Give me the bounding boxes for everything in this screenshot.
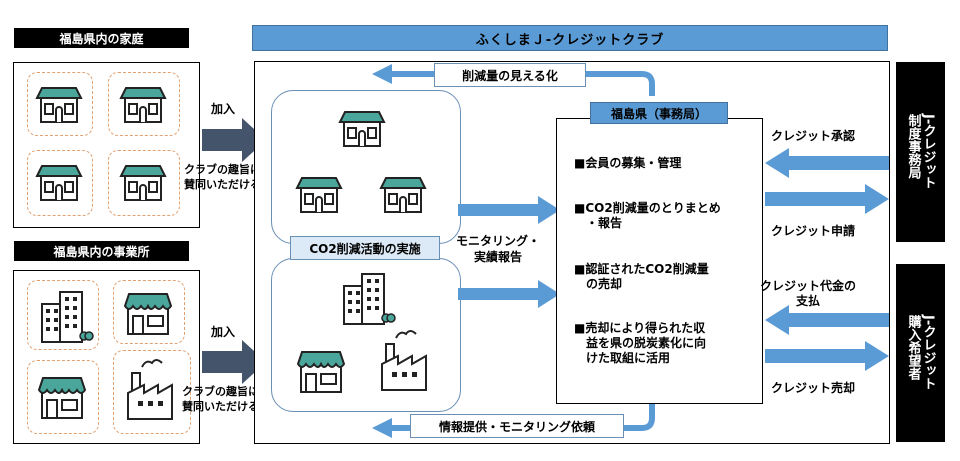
office-item: ■会員の募集・管理 [574,156,682,170]
club-banner: ふくしまＪ-クレジットクラブ [252,25,888,51]
shop-icon [296,351,346,393]
house-icon [338,111,386,147]
households-title: 福島県内の家庭 [14,28,189,48]
households-note: クラブの趣旨に 賛同いただける方 [184,163,272,191]
shop-icon [37,377,87,419]
activity-label: CO2削減活動の実施 [290,236,440,260]
house-icon [295,177,343,213]
approve-arrow [765,148,889,178]
feedback-top-arrow [372,64,655,96]
factory-icon [127,359,173,420]
report-arrow [458,280,560,308]
sale-label: クレジット売却 [771,381,856,395]
household-slot [108,72,180,136]
join-arrow [202,118,266,162]
household-slot [27,150,93,216]
join-arrow [202,340,266,384]
apply-arrow [765,184,889,214]
office-box [556,118,763,404]
buyer-tag: J-クレジット 購入希望者 [896,264,945,442]
sale-arrow [765,341,889,371]
office-item: ■認証されたCO2削減量 の売却 [574,262,709,291]
office-item: ■CO2削減量のとりまとめ ・報告 [574,201,721,230]
businesses-note: クラブの趣旨に 賛同いただける方 [182,385,270,413]
payment-arrow [765,305,889,335]
payment-label: クレジット代金の 支払 [760,279,857,308]
monitoring-label: モニタリング・ 実績報告 [456,234,541,264]
feedback-bottom-arrow [372,404,655,438]
report-arrow [458,196,560,224]
house-icon [35,87,83,123]
businesses-join-label: 加入 [211,325,236,339]
apply-label: クレジット申請 [771,224,856,238]
feedback-top-label: 削減量の見える化 [434,63,586,87]
shop-icon [123,293,173,335]
office-building-icon [41,291,94,343]
feedback-bottom-label: 情報提供・モニタリング依頼 [410,414,624,438]
businesses-title: 福島県内の事業所 [14,241,189,261]
house-icon [379,177,427,213]
business-slot [27,280,99,350]
office-title: 福島県（事務局） [590,102,728,124]
approve-label: クレジット承認 [771,129,856,143]
household-slot [27,72,93,136]
business-slot [27,360,99,434]
business-slot [113,280,185,344]
house-icon [119,87,167,123]
registry-tag: J-クレジット 制度事務局 [896,62,945,242]
business-slot [113,350,191,434]
house-icon [35,165,83,201]
house-icon [119,165,167,201]
factory-icon [381,330,427,391]
household-slot [108,150,180,216]
households-join-label: 加入 [211,102,236,116]
office-item: ■売却により得られた収 益を県の脱炭素化に向 けた取組に活用 [574,321,707,365]
office-building-icon [343,273,396,325]
